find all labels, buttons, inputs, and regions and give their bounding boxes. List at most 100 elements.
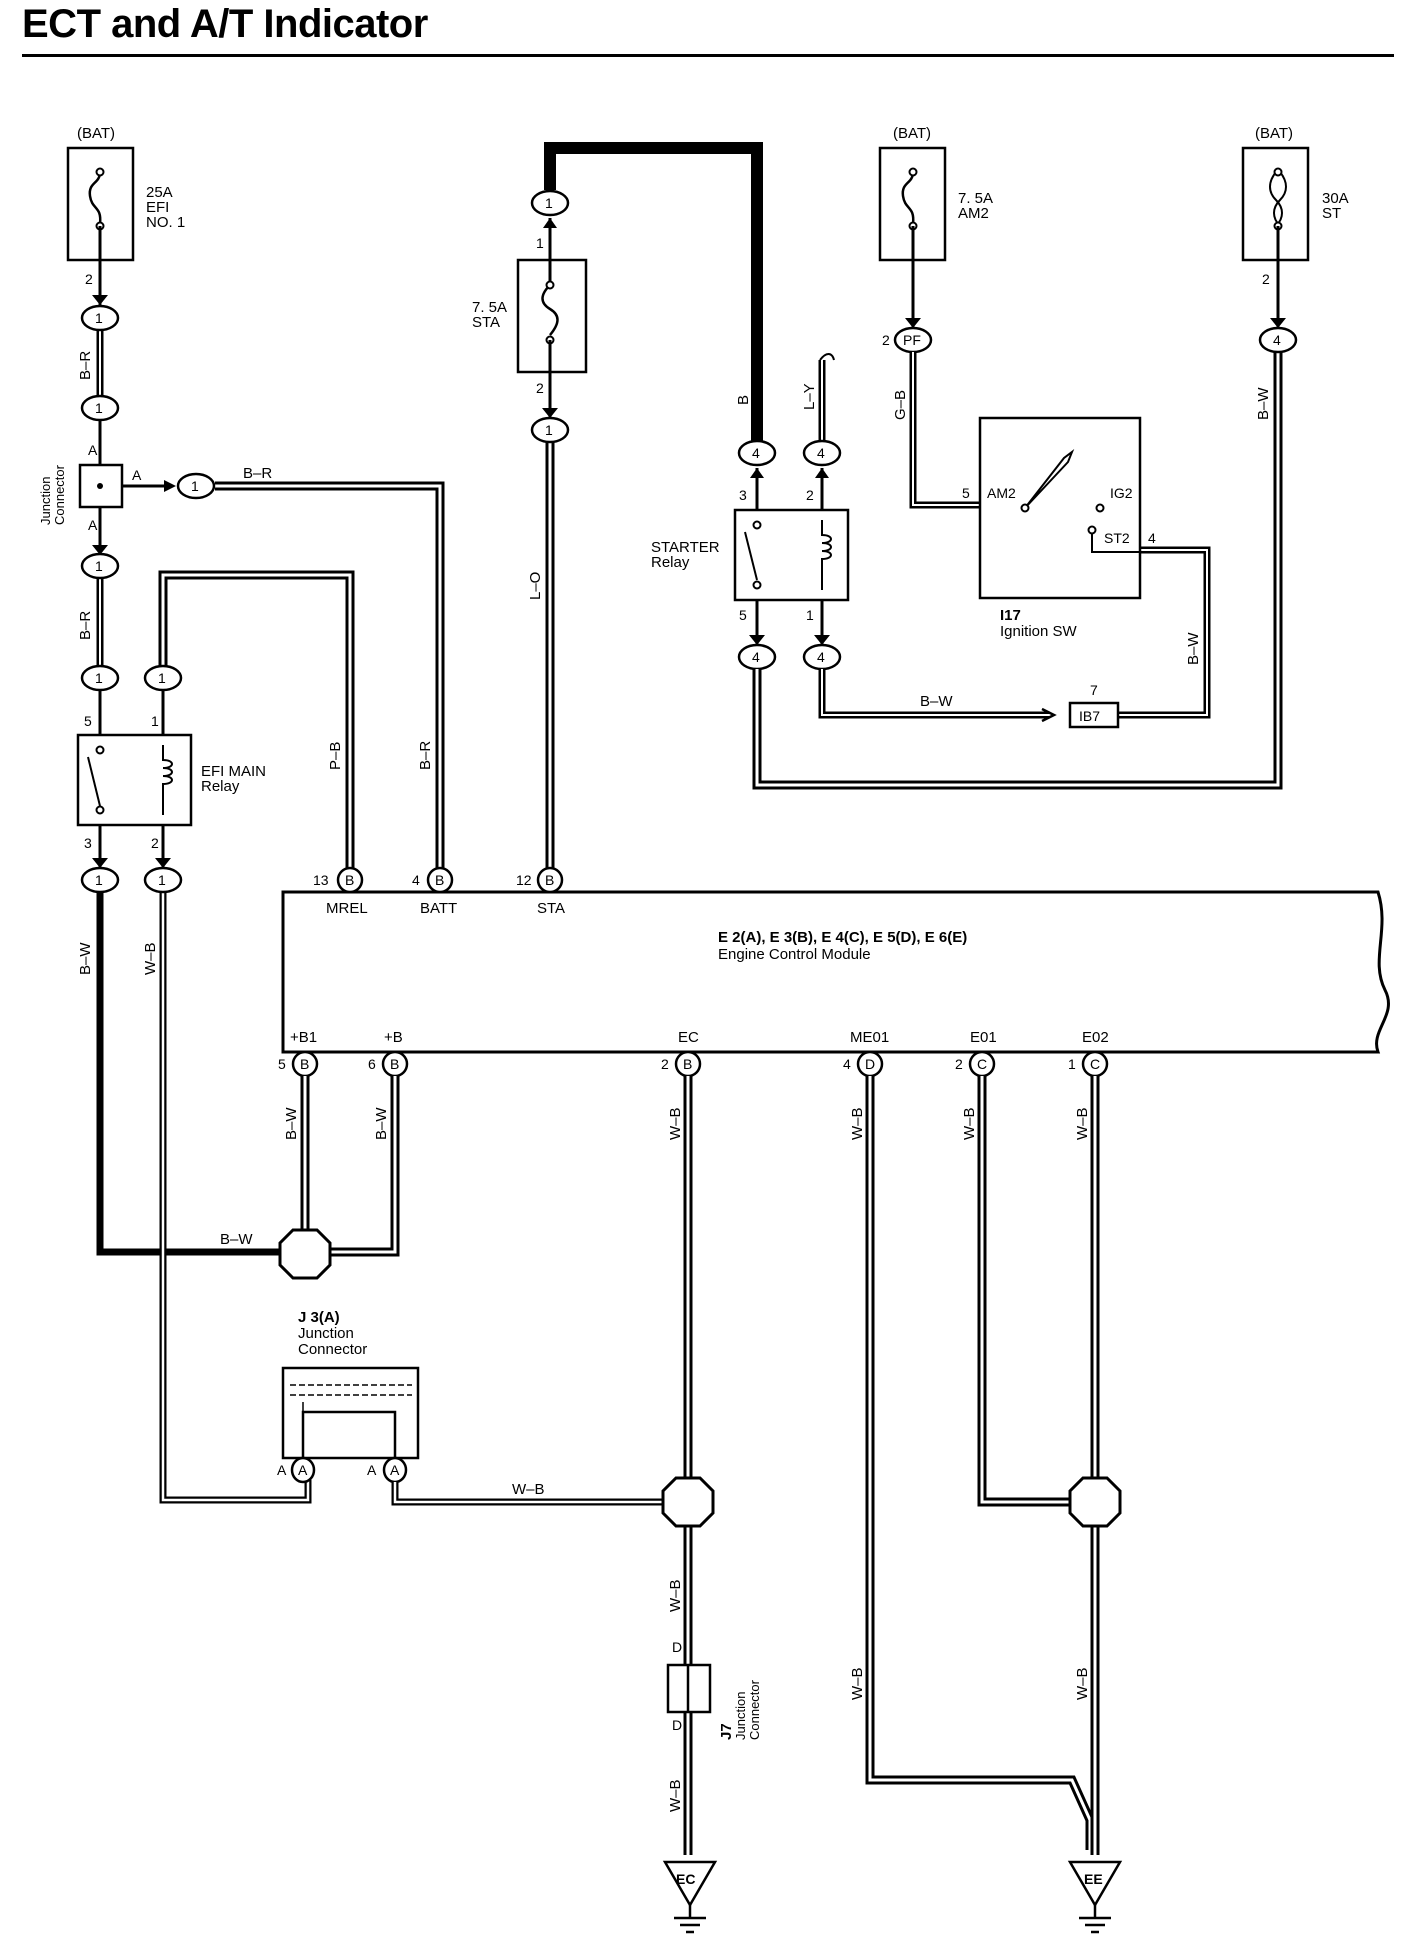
wire-label-br-3: B–R [77, 611, 94, 640]
terminal-conn: B [300, 1056, 309, 1072]
fuse-am2-rating: 7. 5A [958, 190, 993, 207]
terminal-name: MREL [326, 900, 368, 917]
junction-connector-j7: D D J7 Junction Connector [666, 1639, 762, 1740]
wire-label-wb-5: W–B [667, 1779, 684, 1812]
jc-a-pin-top: A [88, 442, 98, 458]
connector-efi-1b: 1 [80, 394, 120, 422]
terminal-name: +B [384, 1029, 403, 1046]
wire-label-bw-3: B–W [1185, 632, 1202, 665]
terminal-name: STA [537, 900, 565, 917]
fuse-st: (BAT) 30A ST 2 4 [1241, 125, 1349, 354]
terminal-conn: B [390, 1056, 399, 1072]
wire-label-wb-7: W–B [961, 1107, 978, 1140]
j3-label-1: Junction [298, 1325, 354, 1342]
engine-control-module: E 2(A), E 3(B), E 4(C), E 5(D), E 6(E) E… [281, 890, 1390, 1054]
fuse-sta-pin-bottom: 2 [536, 380, 544, 396]
terminal-name: +B1 [290, 1029, 317, 1046]
fuse-efi-rating: 25A [146, 184, 173, 201]
splice-e0 [1068, 1476, 1122, 1528]
terminal-conn: B [435, 872, 444, 888]
j3-pin-a-label: A [277, 1462, 287, 1478]
j7-label-2: Connector [747, 1679, 762, 1740]
wire-label-wb-4: W–B [667, 1579, 684, 1612]
connector-label: 4 [752, 649, 760, 665]
connector-relay-1a: 1 [80, 552, 120, 580]
connector-efi-1a: 1 [80, 295, 120, 332]
wire-label-wb-2: W–B [512, 1481, 545, 1498]
connector-label: 4 [817, 445, 825, 461]
wire-bw-power [300, 1076, 400, 1257]
splice-bw [278, 1228, 332, 1280]
fuse-am2-name: AM2 [958, 205, 989, 222]
connector-label: 1 [545, 422, 553, 438]
fuse-am2-source: (BAT) [893, 125, 931, 142]
connector-label: 1 [158, 670, 166, 686]
fuse-st-source: (BAT) [1255, 125, 1293, 142]
ground-ee-label: EE [1084, 1871, 1103, 1887]
fuse-st-pin: 2 [1262, 271, 1270, 287]
efi-relay-pin-2: 2 [151, 835, 159, 851]
connector-label: 1 [158, 872, 166, 888]
wire-label-wb-8: W–B [1074, 1107, 1091, 1140]
ecm-terminal-b: +B B 6 [368, 1029, 409, 1078]
terminal-pin: 5 [278, 1056, 286, 1072]
connector-label: 1 [191, 478, 199, 494]
connector-relay-1b: 1 [80, 664, 120, 692]
terminal-conn: D [865, 1056, 875, 1072]
fuse-st-rating: 30A [1322, 190, 1349, 207]
wire-label-bw-6: B–W [373, 1107, 390, 1140]
jc-a-pin-right: A [132, 467, 142, 483]
j3-id: J 3(A) [298, 1309, 340, 1326]
j7-id: J7 [718, 1723, 735, 1740]
efi-relay-pin-5: 5 [84, 713, 92, 729]
wire-br-relay [92, 507, 108, 735]
wire-label-bw-4: B–W [1255, 387, 1272, 420]
wire-gb [909, 352, 980, 509]
connector-label: 1 [95, 670, 103, 686]
jc-a-label-1: Junction [38, 477, 53, 525]
wire-label-wb-1: W–B [142, 942, 159, 975]
starter-pin-5: 5 [739, 607, 747, 623]
starter-pin-1: 1 [806, 607, 814, 623]
ign-label-ig2: IG2 [1110, 485, 1133, 501]
terminal-conn: B [345, 872, 354, 888]
wire-label-ly: L–Y [801, 383, 818, 410]
wire-relay-out [92, 825, 312, 1504]
terminal-pin: 12 [516, 872, 532, 888]
ecm-terminal-mrel: B 13 MREL [313, 866, 368, 917]
terminal-pin: 2 [955, 1056, 963, 1072]
fuse-sta-name: STA [472, 314, 500, 331]
wire-label-gb: G–B [892, 390, 909, 420]
wire-label-pb: P–B [327, 742, 344, 770]
connector-pb-1: 1 [143, 664, 183, 692]
wire-label-bw-7: B–W [220, 1231, 253, 1248]
jc-a-label-2: Connector [52, 464, 67, 525]
terminal-pin: 4 [412, 872, 420, 888]
wire-label-wb-3: W–B [667, 1107, 684, 1140]
j3-label-2: Connector [298, 1341, 367, 1358]
wire-label-bw-5: B–W [283, 1107, 300, 1140]
connector-ib7-pin: 7 [1090, 682, 1098, 698]
ign-pin-am2: 5 [962, 485, 970, 501]
splice-ec [661, 1476, 715, 1528]
ecm-terminal-batt: B 4 BATT [412, 866, 457, 917]
fuse-efi-pin: 2 [85, 271, 93, 287]
ecm-terminal-b1: +B1 B 5 [278, 1029, 319, 1078]
j3-pin-b: A [390, 1462, 400, 1478]
fuse-efi-name-2: NO. 1 [146, 214, 185, 231]
ecm-terminal-e02: E02 C 1 [1068, 1029, 1109, 1078]
terminal-conn: B [683, 1056, 692, 1072]
junction-connector-j3: J 3(A) Junction Connector A A A A [277, 1309, 420, 1484]
j7-label-1: Junction [733, 1692, 748, 1740]
terminal-pin: 6 [368, 1056, 376, 1072]
ign-pin-st2: 4 [1148, 530, 1156, 546]
fuse-sta-pin-top: 1 [536, 235, 544, 251]
fuse-sta-rating: 7. 5A [472, 299, 507, 316]
wire-label-wb-10: W–B [1074, 1667, 1091, 1700]
wire-label-wb-9: W–B [849, 1667, 866, 1700]
terminal-conn: B [545, 872, 554, 888]
ign-id: I17 [1000, 607, 1021, 624]
connector-label: 4 [817, 649, 825, 665]
terminal-name: BATT [420, 900, 457, 917]
fuse-efi-no1: (BAT) 25A EFI NO. 1 2 [66, 125, 185, 287]
